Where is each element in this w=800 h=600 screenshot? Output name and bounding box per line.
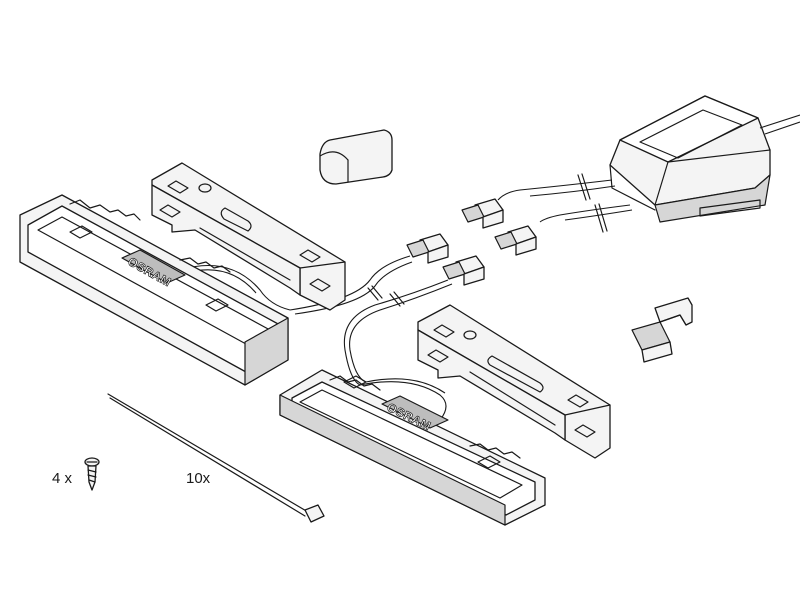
control-unit-cables — [497, 173, 633, 233]
wire-clip — [631, 297, 693, 363]
cable-tie — [107, 393, 325, 523]
mounting-bracket-lower — [417, 304, 611, 459]
led-lamp-right: OSRAM — [279, 369, 546, 526]
cable-tie-quantity-label: 10x — [186, 470, 211, 487]
mounting-bracket-upper — [151, 162, 346, 311]
screw-quantity-label: 4 x — [52, 470, 73, 487]
connector-pair-middle — [406, 233, 485, 286]
connector-pair-right — [461, 198, 537, 256]
screw — [84, 457, 100, 491]
led-lamp-left: OSRAM — [19, 194, 289, 386]
adhesive-pad — [319, 129, 393, 185]
control-unit — [609, 95, 800, 223]
